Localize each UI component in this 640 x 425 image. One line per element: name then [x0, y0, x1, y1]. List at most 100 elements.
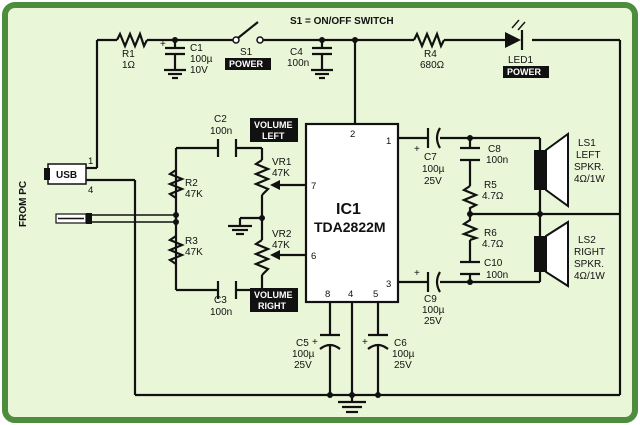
c3-capacitor: C3 100n — [210, 281, 238, 318]
usb-label: USB — [56, 170, 77, 181]
r3-name: R3 — [185, 236, 198, 247]
volume-left-line1: VOLUME — [254, 120, 293, 130]
c9-capacitor: + C9 100µ 25V — [414, 268, 445, 327]
vr-ground-icon — [228, 224, 252, 236]
c1-value: 100µ — [190, 54, 213, 65]
c4-name: C4 — [290, 47, 303, 58]
c2-name: C2 — [214, 114, 227, 125]
vr1-potentiometer: VR1 47K — [253, 157, 292, 196]
r6-resistor: R6 4.7Ω — [460, 214, 504, 250]
c7-name: C7 — [424, 152, 437, 163]
audio-plug — [55, 213, 92, 224]
usb-pin1-label: 1 — [88, 156, 93, 167]
r1-value: 1Ω — [122, 60, 136, 71]
usb-pin4-label: 4 — [88, 185, 93, 196]
s1-switch: S1 POWER — [225, 21, 271, 70]
r4-resistor: R4 680Ω — [413, 30, 445, 71]
c7-capacitor: + C7 100µ 25V — [414, 127, 445, 187]
usb-connector: USB 1 4 — [44, 156, 93, 196]
c5-capacitor: + C5 100µ 25V — [292, 333, 341, 371]
c3-name: C3 — [214, 295, 227, 306]
ic1-pin5: 5 — [373, 289, 378, 300]
c5-plus: + — [312, 337, 318, 348]
c1-name: C1 — [190, 43, 203, 54]
c6-name: C6 — [394, 338, 407, 349]
c7-plus: + — [414, 144, 420, 155]
ic1-pin8: 8 — [325, 289, 330, 300]
led1-tag-bg — [503, 66, 549, 78]
r2-resistor: R2 47K — [167, 169, 203, 200]
ls2-line2: RIGHT — [574, 247, 605, 258]
r1-resistor: R1 1Ω — [116, 30, 148, 71]
ic1-pin6: 6 — [311, 251, 316, 262]
volume-right-tag: VOLUME RIGHT — [250, 288, 298, 312]
vr2-name: VR2 — [272, 229, 292, 240]
vr2-potentiometer: VR2 47K — [253, 229, 292, 276]
junctions — [172, 37, 543, 398]
vr1-value: 47K — [272, 168, 290, 179]
ic1-pin4: 4 — [348, 289, 353, 300]
vr1-name: VR1 — [272, 157, 292, 168]
ls2-name: LS2 — [578, 235, 596, 246]
ls2-line4: 4Ω/1W — [574, 271, 605, 282]
r4-value: 680Ω — [420, 60, 445, 71]
volume-left-tag: VOLUME LEFT — [250, 118, 298, 142]
c10-value: 100n — [486, 270, 508, 281]
c8-value: 100n — [486, 155, 508, 166]
r6-value: 4.7Ω — [482, 239, 504, 250]
c4-capacitor: C4 100n — [287, 46, 333, 80]
c1-rating: 10V — [190, 65, 208, 76]
ls1-speaker-icon: LS1 LEFT SPKR. 4Ω/1W — [534, 132, 605, 208]
c3-value: 100n — [210, 307, 232, 318]
r2-name: R2 — [185, 178, 198, 189]
c9-name: C9 — [424, 294, 437, 305]
ls1-line2: LEFT — [576, 150, 600, 161]
ic1-chip: IC1 TDA2822M 2 1 3 7 6 8 4 5 — [304, 122, 400, 304]
r6-name: R6 — [484, 228, 497, 239]
r5-value: 4.7Ω — [482, 191, 504, 202]
led1-tag: POWER — [507, 67, 542, 77]
led1-diode: LED1 POWER — [503, 19, 549, 78]
ic1-name: IC1 — [336, 201, 361, 218]
ls1-line3: SPKR. — [574, 162, 604, 173]
ls1-name: LS1 — [578, 138, 596, 149]
c5-value: 100µ — [292, 349, 315, 360]
main-ground-icon — [338, 395, 366, 414]
volume-right-line2: RIGHT — [258, 301, 287, 311]
c2-value: 100n — [210, 126, 232, 137]
c9-value: 100µ — [422, 305, 445, 316]
c1-capacitor: + C1 100µ 10V — [160, 39, 213, 80]
c10-capacitor: C10 100n — [460, 258, 508, 281]
volume-left-line2: LEFT — [262, 131, 285, 141]
r4-name: R4 — [424, 49, 437, 60]
c7-rating: 25V — [424, 176, 442, 187]
c4-value: 100n — [287, 58, 309, 69]
c6-value: 100µ — [392, 349, 415, 360]
r5-name: R5 — [484, 180, 497, 191]
from-pc-label: FROM PC — [18, 181, 29, 227]
ic1-pin3: 3 — [386, 279, 391, 290]
c6-rating: 25V — [394, 360, 412, 371]
c5-rating: 25V — [294, 360, 312, 371]
ic1-pin1: 1 — [386, 136, 391, 147]
c2-capacitor: C2 100n — [210, 114, 238, 157]
r2-value: 47K — [185, 189, 203, 200]
diagram-title: S1 = ON/OFF SWITCH — [290, 16, 394, 27]
ic1-pin7: 7 — [311, 181, 316, 192]
ic1-pin2: 2 — [350, 129, 355, 140]
c7-value: 100µ — [422, 164, 445, 175]
led1-name: LED1 — [508, 55, 533, 66]
ls2-speaker-icon: LS2 RIGHT SPKR. 4Ω/1W — [534, 220, 605, 288]
s1-tag: POWER — [229, 59, 264, 69]
ic1-part: TDA2822M — [314, 219, 386, 235]
ls1-line4: 4Ω/1W — [574, 174, 605, 185]
r3-resistor: R3 47K — [167, 235, 203, 265]
c9-rating: 25V — [424, 316, 442, 327]
s1-tag-bg — [225, 58, 271, 70]
r3-value: 47K — [185, 247, 203, 258]
c8-capacitor: C8 100n — [460, 144, 508, 166]
c10-name: C10 — [484, 258, 503, 269]
